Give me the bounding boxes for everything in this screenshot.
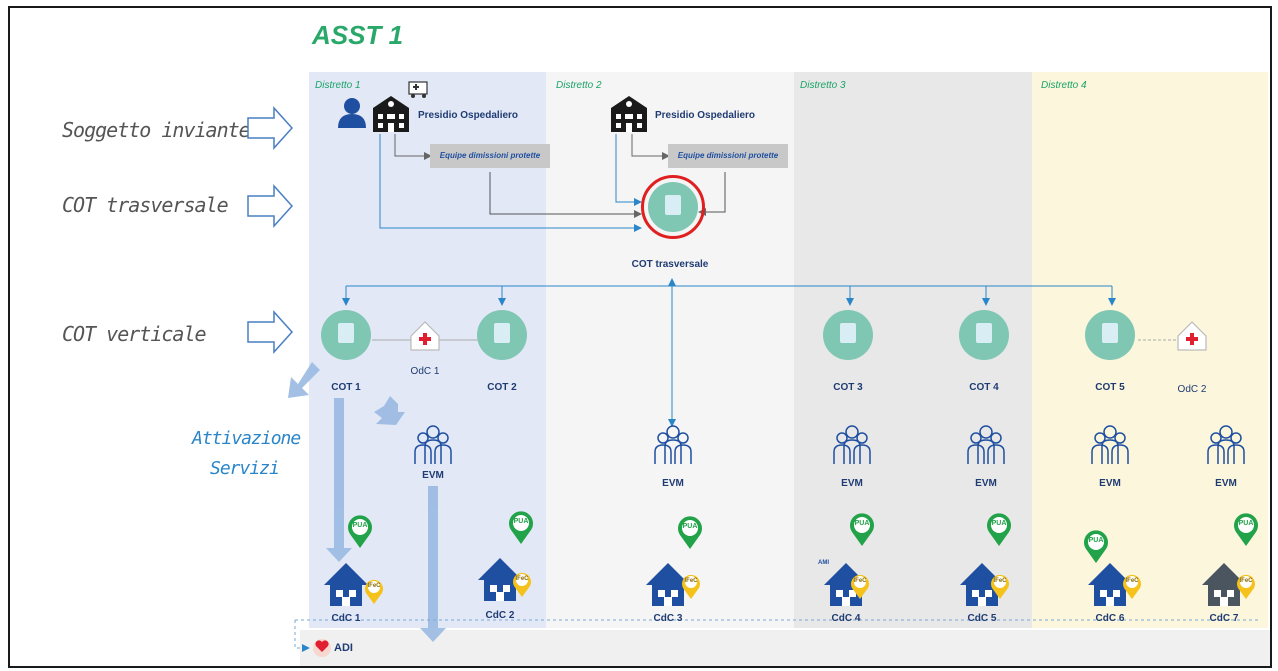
evm-label: EVM [662,478,684,489]
outer-frame [8,6,1272,668]
cot-transversal-node [648,182,698,232]
cot-vertical-row-label: COT verticale [62,322,207,346]
sender-label: Soggetto inviante [62,118,251,142]
adi-hands-heart-icon [313,639,331,657]
hospital-2-icon [611,96,647,132]
evm-icon [1091,425,1129,465]
cot-transversal-row-label: COT trasversale [62,193,229,217]
pua-pin-icon [850,513,874,546]
activation-label-line1: Attivazione [192,428,301,449]
bottom-band [300,630,1270,666]
pua-pin-label: PUA [1088,537,1104,544]
cot-transversal-arrow-icon [247,185,293,227]
hospital-2-label: Presidio Ospedaliero [655,110,756,121]
equipe-box-1: Equipe dimissioni protette [430,144,550,168]
pua-pin-label: PUA [513,518,529,525]
cot-3-label: COT 3 [833,382,863,393]
pua-pin-icon [1234,513,1258,546]
evm-icon [833,425,871,465]
district-2-label: Distretto 2 [556,80,602,91]
ambulance-icon [408,81,428,98]
cot-4-label: COT 4 [969,382,999,393]
cdc-6-label: CdC 6 [1095,613,1125,624]
pua-pin-label: PUA [854,520,870,527]
ifec-pin-label: IFeC [1239,578,1253,584]
ifec-pin-label: IFeC [853,578,867,584]
activation-label-line2: Servizi [210,458,280,479]
evm-icon [654,425,692,465]
cdc-4-label: CdC 4 [831,613,861,624]
cdc-5-label: CdC 5 [967,613,997,624]
pua-pin-label: PUA [1238,520,1254,527]
ifec-pin-label: IFeC [1125,578,1139,584]
cot-1-node [321,310,371,360]
pua-pin-icon [1084,530,1108,563]
ifec-pin-label: IFeC [367,583,381,589]
evm-icon [414,425,452,465]
evm-label: EVM [841,478,863,489]
pua-pin-icon [348,515,372,548]
ifec-pin-label: IFeC [515,576,529,582]
cot-2-label: COT 2 [487,382,517,393]
district-4-area [1032,72,1268,628]
ifec-pin-label: IFeC [993,578,1007,584]
ifec-pin-label: IFeC [684,578,698,584]
adi-label: ADI [334,642,353,654]
odc-2-icon [1177,321,1207,351]
sender-arrow-icon [247,107,293,149]
cdc-7-house-icon [1202,563,1246,606]
odc-1-icon [410,321,440,351]
odc-1-label: OdC 1 [410,366,440,377]
cot-transversal-highlight [641,175,705,239]
district-1-label: Distretto 1 [315,80,361,91]
evm-icon [967,425,1005,465]
pua-pin-label: PUA [352,522,368,529]
cdc-1-label: CdC 1 [331,613,361,624]
evm-label: EVM [1215,478,1237,489]
cot-5-node [1085,310,1135,360]
odc-2-label: OdC 2 [1177,384,1207,395]
evm-label: EVM [1099,478,1121,489]
pua-pin-icon [678,516,702,549]
pua-pin-icon [987,513,1011,546]
cot-vertical-arrow-icon [247,311,293,353]
evm-icon [1207,425,1245,465]
person-icon [338,98,366,128]
evm-label: EVM [975,478,997,489]
cot-3-node [823,310,873,360]
cot-2-node [477,310,527,360]
ami-label: AMI [818,560,829,566]
hospital-1-label: Presidio Ospedaliero [418,110,519,121]
cdc-2-label: CdC 2 [485,610,515,621]
cdc-3-label: CdC 3 [653,613,683,624]
hospital-1-icon [373,96,409,132]
equipe-box-2: Equipe dimissioni protette [668,144,788,168]
evm-label: EVM [422,470,444,481]
cot-transversal-label: COT trasversale [631,259,709,270]
cot-5-label: COT 5 [1095,382,1125,393]
district-3-label: Distretto 3 [800,80,846,91]
district-4-label: Distretto 4 [1041,80,1087,91]
cot-1-label: COT 1 [331,382,361,393]
pua-pin-label: PUA [682,523,698,530]
diagram-title: ASST 1 [312,20,404,50]
cdc-1-house-icon [324,563,368,606]
cdc-7-label: CdC 7 [1209,613,1239,624]
cot-4-node [959,310,1009,360]
pua-pin-label: PUA [991,520,1007,527]
pua-pin-icon [509,511,533,544]
